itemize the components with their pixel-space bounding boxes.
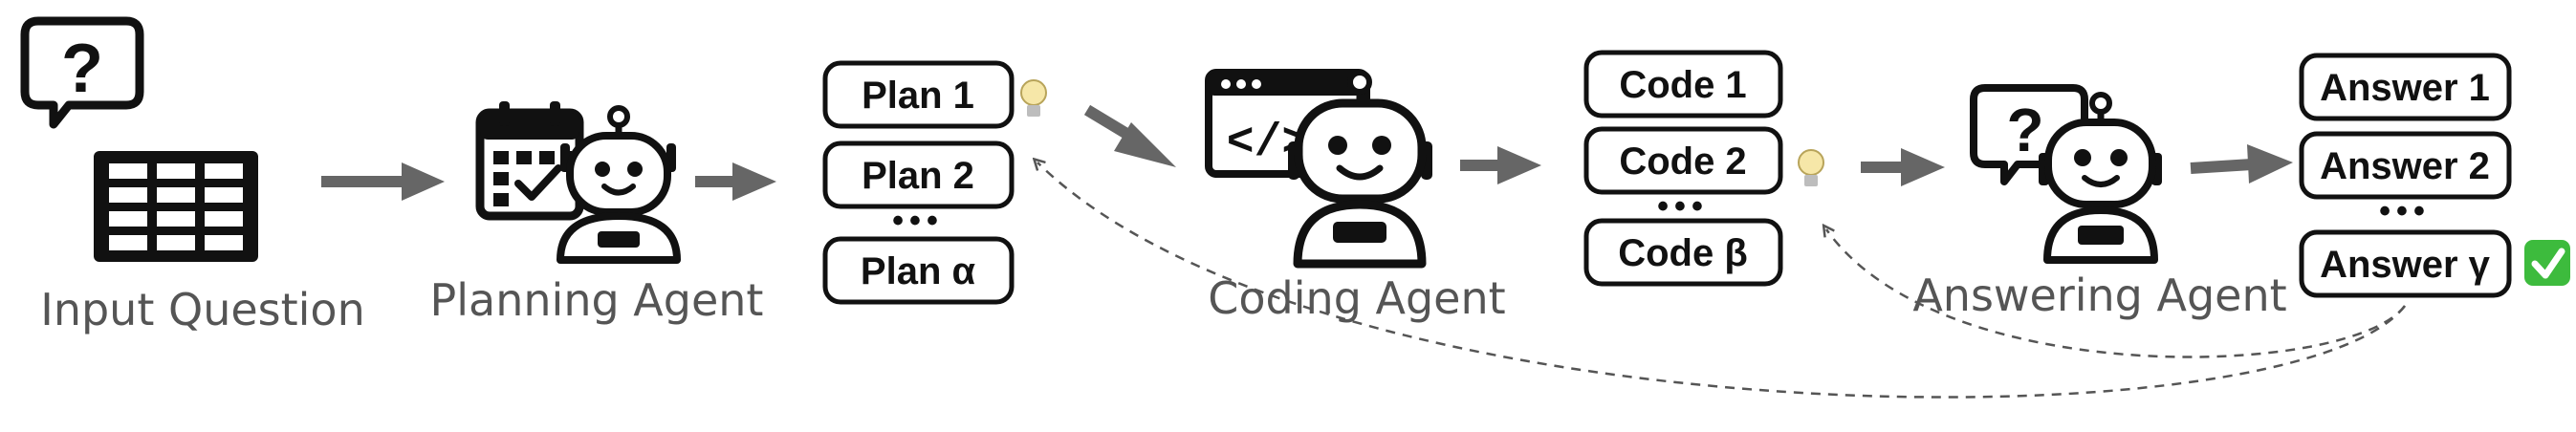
- answer-label-gamma: Answer γ: [2320, 244, 2491, 286]
- question-bubble-icon: ?: [20, 16, 144, 129]
- plan-label-2: Plan 2: [862, 155, 974, 197]
- coding-agent-label: Coding Agent: [1208, 272, 1505, 324]
- code-box-beta: Code β: [1583, 218, 1783, 287]
- arrow-6: [2190, 144, 2293, 184]
- code-box-2: Code 2: [1583, 126, 1783, 195]
- answering-agent-label: Answering Agent: [1912, 270, 2286, 321]
- feedback-arrow-to-plan: [1037, 162, 2406, 399]
- lightbulb-icon-code: [1798, 149, 1824, 186]
- arrow-5: [1861, 148, 1945, 186]
- answer-box-gamma: Answer γ: [2299, 229, 2512, 298]
- answering-robot-icon: [2039, 92, 2162, 264]
- plan-label-alpha: Plan α: [861, 250, 976, 292]
- code-label-2: Code 2: [1619, 140, 1746, 183]
- answer-label-1: Answer 1: [2320, 67, 2490, 109]
- code-box-1: Code 1: [1583, 50, 1783, 119]
- arrow-1: [321, 162, 445, 201]
- plan-label-1: Plan 1: [862, 75, 974, 117]
- plan-box-2: Plan 2: [822, 140, 1015, 209]
- answer-label-2: Answer 2: [2320, 145, 2490, 187]
- planning-agent-label: Planning Agent: [430, 274, 764, 326]
- answer-box-2: Answer 2: [2299, 131, 2512, 200]
- code-label-beta: Code β: [1618, 232, 1748, 274]
- coding-robot-icon: [1288, 70, 1432, 269]
- arrow-3: [1083, 104, 1176, 167]
- svg-text:?: ?: [61, 31, 103, 107]
- answer-box-1: Answer 1: [2299, 53, 2512, 121]
- code-label-1: Code 1: [1619, 64, 1746, 106]
- svg-text:?: ?: [2006, 96, 2043, 164]
- answer-ellipsis: •••: [2379, 193, 2431, 229]
- table-icon: [94, 151, 258, 262]
- input-question-label: Input Question: [40, 284, 364, 335]
- plan-ellipsis: •••: [892, 203, 944, 239]
- lightbulb-icon-plan: [1020, 79, 1047, 117]
- arrow-2: [695, 162, 776, 201]
- arrow-4: [1460, 146, 1541, 184]
- green-check-icon: [2524, 240, 2570, 286]
- calendar-icon: [475, 101, 584, 221]
- feedback-arrow-to-code: [1826, 229, 2407, 358]
- planning-robot-icon: [557, 105, 681, 264]
- plan-box-1: Plan 1: [822, 60, 1015, 129]
- plan-box-alpha: Plan α: [822, 236, 1015, 305]
